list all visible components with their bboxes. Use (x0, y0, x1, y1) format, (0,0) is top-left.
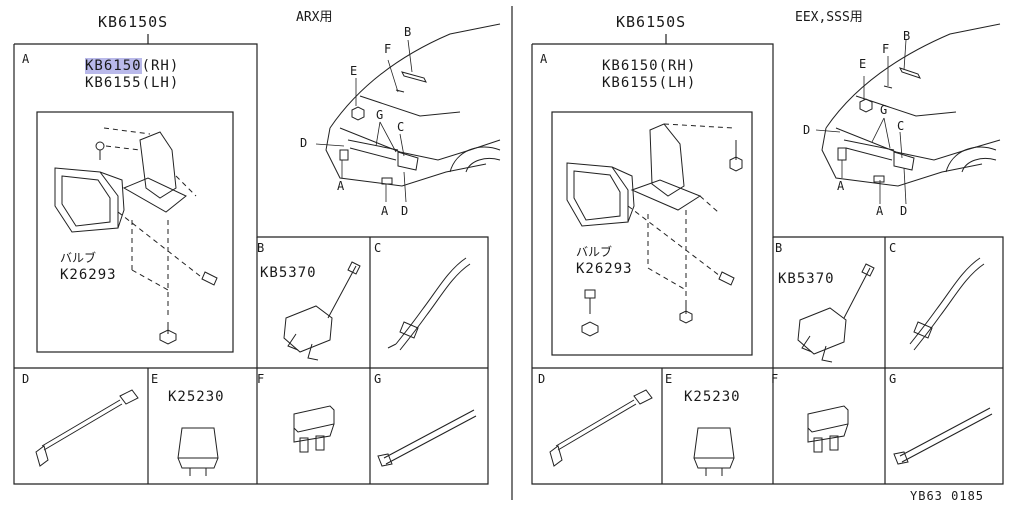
bulb-part-number[interactable]: K26293 (576, 261, 633, 277)
switch-part-number[interactable]: KB5370 (778, 271, 835, 287)
section-letter-a: A (22, 52, 30, 66)
part-number-lh[interactable]: KB6155(LH) (602, 75, 697, 91)
callout-g: G (880, 103, 888, 117)
callout-e: E (350, 64, 358, 78)
callout-d-lower: D (900, 204, 908, 218)
model-label: EEX,SSS用 (795, 10, 863, 25)
bulb-part-number[interactable]: K26293 (60, 267, 117, 283)
section-letter-a: A (540, 52, 548, 66)
diagram-code: YB63 0185 (910, 489, 985, 503)
callout-c: C (397, 120, 405, 134)
bulb-label: バルブ (576, 245, 613, 259)
relay-part-number[interactable]: K25230 (684, 389, 741, 405)
callout-a: A (837, 179, 845, 193)
bulb-label: バルブ (60, 251, 97, 265)
cell-letter-e: E (151, 372, 159, 386)
relay-part-number[interactable]: K25230 (168, 389, 225, 405)
part-number-highlight[interactable]: KB6150 (85, 58, 142, 74)
callout-a-lower: A (381, 204, 389, 218)
cell-letter-g: G (374, 372, 382, 386)
callout-b: B (903, 29, 911, 43)
part-number-lh[interactable]: KB6155(LH) (85, 75, 180, 91)
callout-g: G (376, 108, 384, 122)
kit-number: KB6150S (616, 13, 687, 31)
cell-letter-b: B (257, 241, 265, 255)
callout-d-lower: D (401, 204, 409, 218)
callout-b: B (404, 25, 412, 39)
cell-letter-c: C (374, 241, 382, 255)
callout-a-lower: A (876, 204, 884, 218)
model-label: ARX用 (296, 10, 333, 25)
kit-number: KB6150S (98, 13, 169, 31)
cell-letter-d: D (538, 372, 546, 386)
cell-letter-e: E (665, 372, 673, 386)
part-number-rh[interactable]: KB6150(RH) (602, 58, 697, 74)
callout-c: C (897, 119, 905, 133)
callout-a: A (337, 179, 345, 193)
callout-f: F (882, 42, 890, 56)
cell-letter-d: D (22, 372, 30, 386)
cell-letter-c: C (889, 241, 897, 255)
cell-letter-b: B (775, 241, 783, 255)
callout-e: E (859, 57, 867, 71)
cell-letter-g: G (889, 372, 897, 386)
part-number-rh[interactable]: KB6150(RH) (85, 58, 180, 74)
cell-letter-f: F (771, 372, 779, 386)
callout-d: D (300, 136, 308, 150)
cell-letter-f: F (257, 372, 265, 386)
callout-f: F (384, 42, 392, 56)
switch-part-number[interactable]: KB5370 (260, 265, 317, 281)
callout-d: D (803, 123, 811, 137)
